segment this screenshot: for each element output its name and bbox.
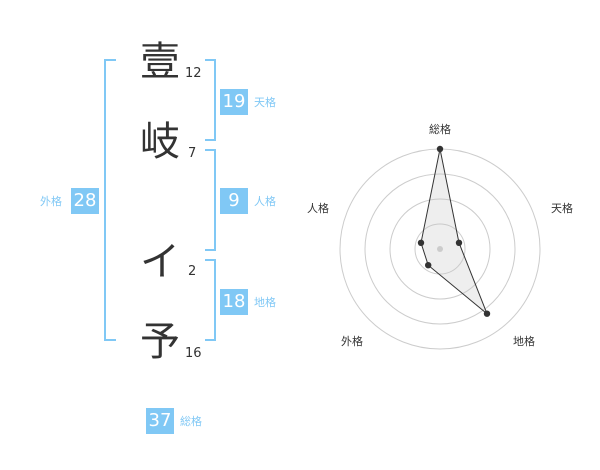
- radar-axis-label-1: 天格: [551, 202, 573, 215]
- radar-point-0: [436, 145, 444, 153]
- chikaku-value: 18: [220, 289, 248, 315]
- chikaku-label: 地格: [254, 296, 276, 309]
- name-char-4: 予: [140, 319, 180, 365]
- stroke-count-4: 16: [185, 346, 202, 361]
- radar-point-1: [455, 239, 463, 246]
- tenkaku-label: 天格: [254, 96, 276, 109]
- radar-axis-label-2: 地格: [513, 335, 535, 348]
- radar-axis-label-0: 総格: [429, 123, 451, 136]
- radar-center: [437, 246, 443, 252]
- stroke-count-1: 12: [185, 66, 202, 81]
- gaikaku-label: 外格: [40, 195, 62, 208]
- name-char-2: 岐: [140, 119, 180, 165]
- radar-point-3: [425, 262, 432, 269]
- gaikaku-bracket: [104, 59, 116, 341]
- stroke-count-2: 7: [188, 146, 197, 161]
- radar-point-2: [483, 310, 491, 317]
- radar-axis-label-3: 外格: [341, 335, 363, 348]
- radar-point-4: [417, 239, 425, 246]
- jinkaku-value: 9: [220, 188, 248, 214]
- tenkaku-value: 19: [220, 89, 248, 115]
- jinkaku-bracket: [205, 149, 216, 251]
- radar-axis-label-4: 人格: [307, 202, 329, 215]
- tenkaku-bracket: [205, 59, 216, 141]
- chikaku-bracket: [205, 259, 216, 341]
- radar-ring-3: [364, 173, 516, 325]
- name-char-1: 壹: [140, 39, 180, 85]
- radar-polygon: [420, 148, 488, 315]
- soukaku-value: 37: [146, 408, 174, 434]
- stroke-count-3: 2: [188, 264, 197, 279]
- name-char-3: イ: [140, 239, 180, 285]
- radar-ring-1: [414, 223, 466, 275]
- jinkaku-label: 人格: [254, 195, 276, 208]
- radar-ring-2: [389, 198, 491, 300]
- gaikaku-value: 28: [71, 188, 99, 214]
- soukaku-label: 総格: [180, 415, 202, 428]
